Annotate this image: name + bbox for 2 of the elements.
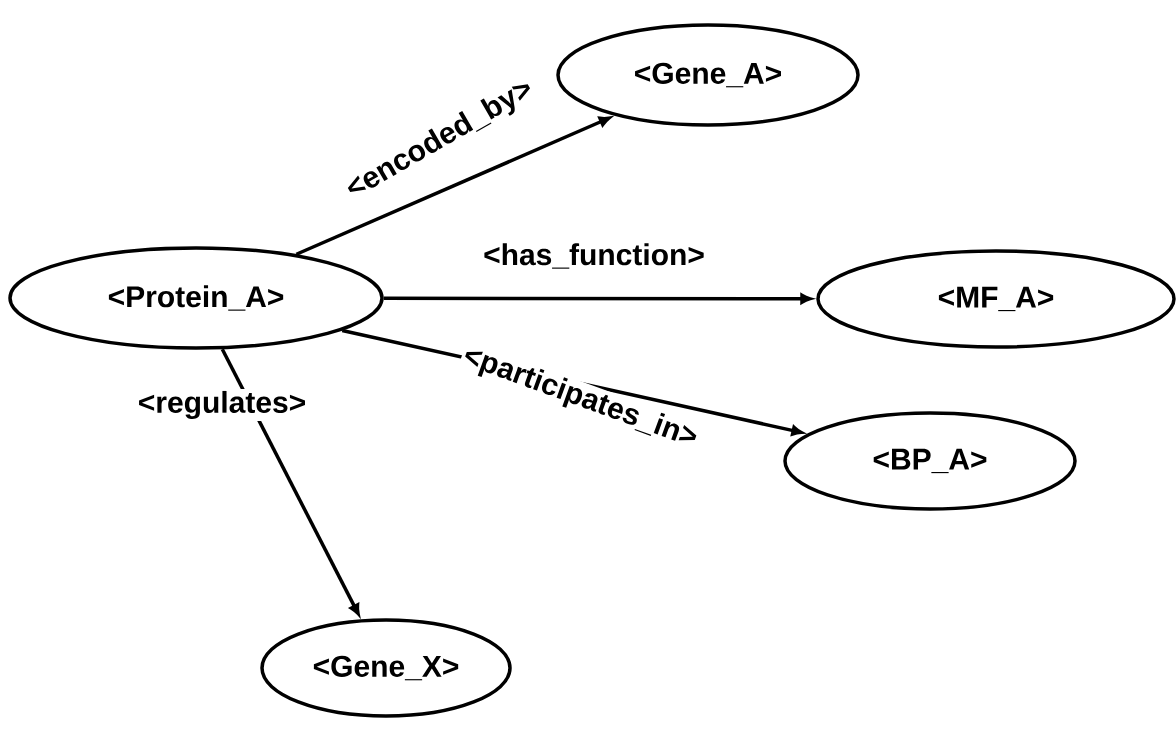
arrow	[295, 116, 611, 256]
edge-label: <has_function>	[481, 241, 707, 271]
